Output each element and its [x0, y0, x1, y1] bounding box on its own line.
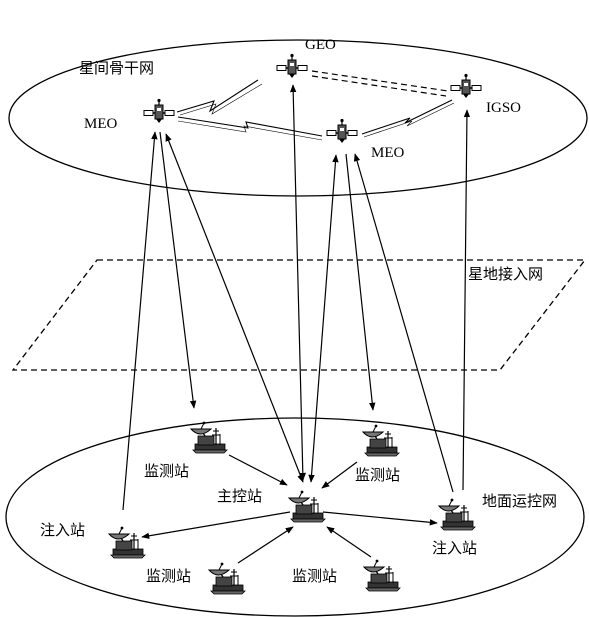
downlink-meo-left-monitor-top-left	[159, 131, 197, 409]
satellite-label-geo: GEO	[305, 37, 336, 53]
satellite-label-meo-right: MEO	[371, 145, 405, 161]
link-master-injection-right	[322, 511, 438, 526]
region-label-space-backbone: 星间骨干网	[79, 59, 155, 77]
uplink-injection-left-meo-left	[122, 131, 158, 511]
link-geo-master	[289, 84, 307, 481]
satellite-icon	[143, 98, 175, 124]
link-monitor-bottom-left-master	[237, 526, 294, 564]
dish-antenna-icon	[362, 423, 400, 457]
satellite-icon	[450, 73, 482, 99]
downlink-meo-right-monitor-top-right	[345, 153, 376, 411]
isl-geo-igso-dashed-2	[311, 75, 447, 97]
space-ground-access-plane	[11, 259, 587, 371]
link-monitor-top-right-master	[321, 461, 358, 489]
region-label-ground-ops: 地面运控网	[482, 492, 558, 510]
link-master-injection-left	[141, 511, 291, 539]
dish-antenna-icon	[363, 558, 401, 592]
station-label-monitor-bottom-right: 监测站	[292, 567, 338, 585]
isl-meo-right-igso	[361, 99, 453, 135]
link-meo-left-master	[165, 133, 304, 483]
isl-geo-igso-dashed	[311, 70, 449, 92]
link-monitor-top-left-master	[228, 454, 288, 486]
satellite-label-igso: IGSO	[486, 100, 522, 116]
region-label-space-ground-access: 星地接入网	[468, 265, 544, 283]
dish-antenna-icon	[438, 497, 476, 531]
uplink-injection-right-igso	[462, 109, 471, 491]
dish-antenna-icon	[190, 420, 228, 454]
dish-antenna-icon	[108, 525, 146, 559]
station-label-monitor-bottom-left: 监测站	[146, 567, 192, 585]
station-label-master: 主控站	[217, 487, 263, 505]
satellite-icon	[276, 53, 308, 79]
link-monitor-bottom-right-master	[326, 526, 372, 558]
isl-meo-left-meo-right-inner	[177, 120, 323, 141]
satellite-icon	[326, 118, 358, 144]
station-label-monitor-top-right: 监测站	[355, 466, 401, 484]
satellite-label-meo-left: MEO	[84, 116, 118, 132]
isl-meo-left-geo	[176, 79, 259, 113]
station-label-injection-right: 注入站	[432, 539, 478, 557]
link-meo-right-master	[308, 154, 339, 483]
isl-meo-left-geo-inner	[179, 83, 263, 116]
station-label-injection-left: 注入站	[40, 521, 86, 539]
uplink-injection-right-meo-right	[353, 153, 454, 493]
isl-meo-left-meo-right	[177, 116, 323, 137]
dish-antenna-icon	[288, 489, 326, 523]
isl-meo-right-igso-inner	[363, 102, 455, 138]
station-label-monitor-top-left: 监测站	[144, 462, 190, 480]
dish-antenna-icon	[208, 561, 246, 595]
